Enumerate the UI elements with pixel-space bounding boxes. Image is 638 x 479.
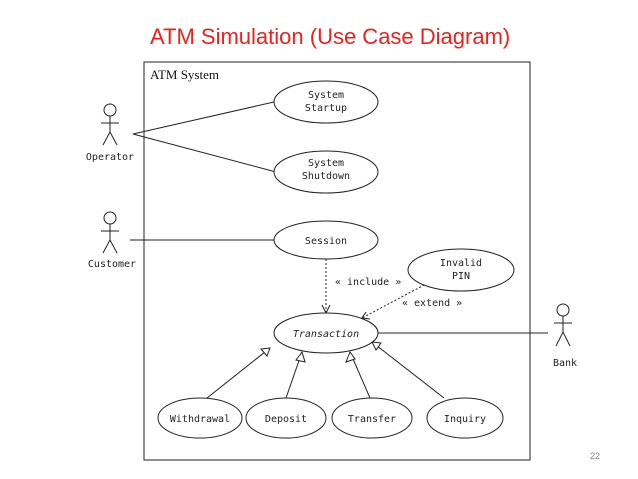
association-operator-shutdown xyxy=(132,133,277,173)
include-label: « include » xyxy=(335,277,401,288)
generalization-withdrawal xyxy=(206,347,271,399)
actor-bank-label: Bank xyxy=(553,358,577,369)
actor-customer-label: Customer xyxy=(88,259,136,270)
extend-arrowhead xyxy=(361,311,371,320)
svg-text:Transfer: Transfer xyxy=(348,414,396,425)
generalization-deposit-arrowhead xyxy=(295,350,306,363)
generalization-withdrawal-arrowhead xyxy=(260,347,271,357)
svg-text:Withdrawal: Withdrawal xyxy=(170,414,230,425)
generalization-inquiry-arrowhead xyxy=(371,341,382,351)
use-case-system-shutdown: System Shutdown xyxy=(273,150,379,194)
page-number: 22 xyxy=(590,451,601,461)
actor-operator-label: Operator xyxy=(86,152,134,163)
use-case-transaction: Transaction xyxy=(273,312,379,354)
svg-text:Session: Session xyxy=(305,236,347,247)
system-name: ATM System xyxy=(150,67,219,82)
svg-text:Shutdown: Shutdown xyxy=(302,171,350,182)
use-case-invalid-pin: Invalid PIN xyxy=(407,248,515,292)
use-case-deposit: Deposit xyxy=(245,397,327,439)
generalization-inquiry xyxy=(371,341,445,399)
svg-text:Deposit: Deposit xyxy=(265,414,307,425)
svg-text:PIN: PIN xyxy=(452,271,470,282)
svg-text:Startup: Startup xyxy=(305,103,347,114)
svg-text:Inquiry: Inquiry xyxy=(444,414,486,425)
actor-operator: Operator xyxy=(86,103,134,163)
slide-title: ATM Simulation (Use Case Diagram) xyxy=(150,24,511,49)
use-case-transfer: Transfer xyxy=(331,397,413,439)
system-boundary xyxy=(143,61,531,461)
svg-text:System: System xyxy=(308,90,344,101)
use-case-system-startup: System Startup xyxy=(273,80,379,124)
use-case-withdrawal: Withdrawal xyxy=(157,397,243,439)
svg-text:System: System xyxy=(308,158,344,169)
generalization-transfer-arrowhead xyxy=(345,350,356,363)
extend-label: « extend » xyxy=(402,298,462,309)
svg-text:Invalid: Invalid xyxy=(440,258,482,269)
use-case-session: Session xyxy=(273,220,379,260)
actor-bank: Bank xyxy=(553,303,577,369)
association-operator-startup xyxy=(132,101,275,135)
extend-relation xyxy=(361,282,429,319)
actor-customer: Customer xyxy=(88,211,136,270)
use-case-inquiry: Inquiry xyxy=(426,397,504,439)
svg-text:Transaction: Transaction xyxy=(293,329,359,340)
